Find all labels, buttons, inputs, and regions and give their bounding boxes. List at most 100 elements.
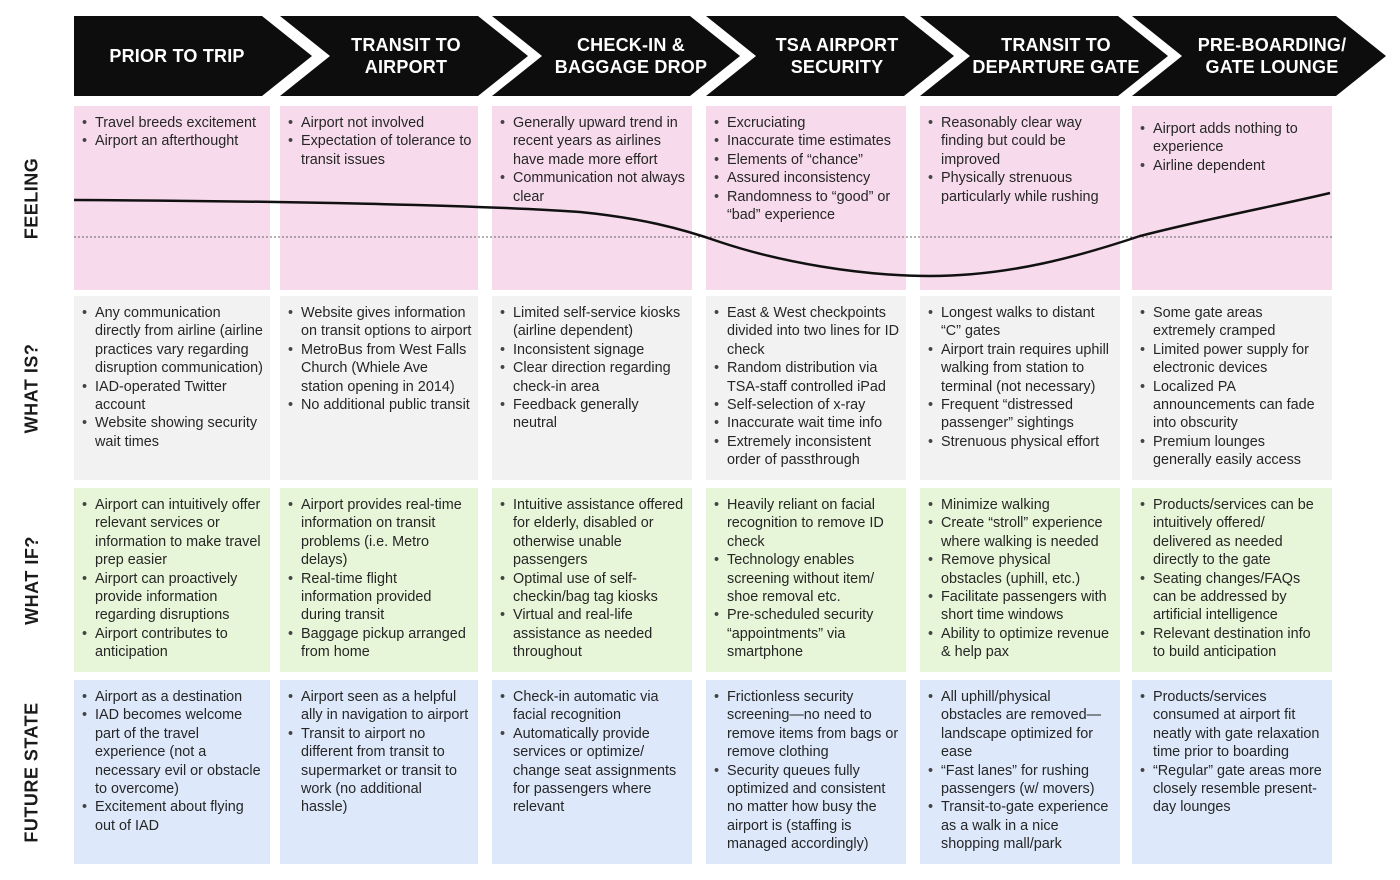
bullet-list: Airport provides real-time information o…	[286, 496, 472, 662]
bullet-item: Heavily reliant on facial recognition to…	[712, 496, 900, 551]
bullet-item: Technology enables screening without ite…	[712, 551, 900, 606]
bullet-item: “Regular” gate areas more closely resemb…	[1138, 762, 1326, 817]
chevron-transit-to-gate	[920, 16, 1168, 96]
bullet-item: Virtual and real-life assistance as need…	[498, 606, 686, 661]
stage-label-text: PRE-BOARDING/ GATE LOUNGE	[1197, 35, 1347, 77]
bullet-item: Ability to optimize revenue & help pax	[926, 625, 1114, 662]
bullet-list: Airport seen as a helpful ally in naviga…	[286, 688, 472, 817]
bullet-item: Random distribution via TSA-staff contro…	[712, 359, 900, 396]
stage-label-pre-boarding: PRE-BOARDING/ GATE LOUNGE	[1174, 16, 1370, 96]
bullet-item: Extremely inconsistent order of passthro…	[712, 433, 900, 470]
stage-label-text: CHECK-IN & BAGGAGE DROP	[554, 35, 708, 77]
bullet-item: Generally upward trend in recent years a…	[498, 114, 686, 169]
stage-label-text: TSA AIRPORT SECURITY	[775, 35, 899, 77]
stage-label-check-in: CHECK-IN & BAGGAGE DROP	[530, 16, 732, 96]
bullet-item: Create “stroll” experience where walking…	[926, 514, 1114, 551]
bullet-item: Seating changes/FAQs can be addressed by…	[1138, 570, 1326, 625]
bullet-item: Baggage pickup arranged from home	[286, 625, 472, 662]
stage-chevrons	[74, 16, 1386, 96]
whatis-cell: Website gives information on transit opt…	[280, 296, 478, 480]
bullet-item: IAD becomes welcome part of the travel e…	[80, 706, 264, 798]
bullet-item: Frictionless security screening—no need …	[712, 688, 900, 762]
whatis-cell: East & West checkpoints divided into two…	[706, 296, 906, 480]
row-label-text: FEELING	[21, 157, 42, 239]
bullet-item: Longest walks to distant “C” gates	[926, 304, 1114, 341]
bullet-item: Transit to airport no different from tra…	[286, 725, 472, 817]
bullet-item: Website gives information on transit opt…	[286, 304, 472, 341]
future-cell: Airport as a destinationIAD becomes welc…	[74, 680, 270, 864]
whatif-cell: Intuitive assistance offered for elderly…	[492, 488, 692, 672]
bullet-item: Real-time flight information provided du…	[286, 570, 472, 625]
bullet-item: Limited self-service kiosks (airline dep…	[498, 304, 686, 341]
bullet-item: Remove physical obstacles (uphill, etc.)	[926, 551, 1114, 588]
bullet-item: Airport can proactively provide informat…	[80, 570, 264, 625]
future-cell: Airport seen as a helpful ally in naviga…	[280, 680, 478, 864]
bullet-item: Some gate areas extremely cramped	[1138, 304, 1326, 341]
bullet-item: East & West checkpoints divided into two…	[712, 304, 900, 359]
bullet-item: Airport contributes to anticipation	[80, 625, 264, 662]
bullet-item: Transit-to-gate experience as a walk in …	[926, 798, 1114, 853]
bullet-item: Limited power supply for electronic devi…	[1138, 341, 1326, 378]
bullet-item: Airport an afterthought	[80, 132, 264, 151]
feeling-cell: Travel breeds excitementAirport an after…	[74, 106, 270, 290]
chevron-pre-boarding	[1132, 16, 1386, 96]
bullet-item: Communication not always clear	[498, 169, 686, 206]
bullet-item: Airport train requires uphill walking fr…	[926, 341, 1114, 396]
row-label-feeling: FEELING	[14, 106, 50, 290]
bullet-item: Airport as a destination	[80, 688, 264, 707]
chevron-tsa-security	[706, 16, 954, 96]
bullet-item: Travel breeds excitement	[80, 114, 264, 133]
bullet-item: Airline dependent	[1138, 157, 1326, 176]
bullet-item: Airport seen as a helpful ally in naviga…	[286, 688, 472, 725]
chevron-check-in	[492, 16, 740, 96]
bullet-item: Intuitive assistance offered for elderly…	[498, 496, 686, 570]
bullet-item: Inaccurate wait time info	[712, 414, 900, 433]
bullet-list: Reasonably clear way finding but could b…	[926, 114, 1114, 206]
bullet-item: Airport provides real-time information o…	[286, 496, 472, 570]
stage-label-transit-to-airport: TRANSIT TO AIRPORT	[318, 16, 494, 96]
bullet-item: Products/services can be intuitively off…	[1138, 496, 1326, 570]
bullet-list: Minimize walkingCreate “stroll” experien…	[926, 496, 1114, 662]
bullet-item: Airport adds nothing to experience	[1138, 120, 1326, 157]
future-cell: Frictionless security screening—no need …	[706, 680, 906, 864]
row-label-text: WHAT IS?	[21, 343, 42, 433]
bullet-item: No additional public transit	[286, 396, 472, 415]
bullet-item: Expectation of tolerance to transit issu…	[286, 132, 472, 169]
bullet-item: Any communication directly from airline …	[80, 304, 264, 378]
bullet-list: All uphill/physical obstacles are remove…	[926, 688, 1114, 854]
feeling-cell: Airport not involvedExpectation of toler…	[280, 106, 478, 290]
whatis-cell: Longest walks to distant “C” gatesAirpor…	[920, 296, 1120, 480]
bullet-item: Frequent “distressed passenger” sighting…	[926, 396, 1114, 433]
whatif-cell: Products/services can be intuitively off…	[1132, 488, 1332, 672]
bullet-list: Airport not involvedExpectation of toler…	[286, 114, 472, 169]
stage-label-text: TRANSIT TO AIRPORT	[351, 35, 461, 77]
bullet-list: Airport can intuitively offer relevant s…	[80, 496, 264, 662]
whatif-cell: Airport can intuitively offer relevant s…	[74, 488, 270, 672]
stage-label-transit-to-gate: TRANSIT TO DEPARTURE GATE	[958, 16, 1154, 96]
bullet-item: Products/services consumed at airport fi…	[1138, 688, 1326, 762]
future-cell: Products/services consumed at airport fi…	[1132, 680, 1332, 864]
row-label-text: FUTURE STATE	[21, 701, 42, 843]
bullet-item: Inaccurate time estimates	[712, 132, 900, 151]
bullet-item: Randomness to “good” or “bad” experience	[712, 188, 900, 225]
future-cell: Check-in automatic via facial recognitio…	[492, 680, 692, 864]
bullet-item: All uphill/physical obstacles are remove…	[926, 688, 1114, 762]
bullet-item: Feedback generally neutral	[498, 396, 686, 433]
stage-label-tsa-security: TSA AIRPORT SECURITY	[744, 16, 930, 96]
bullet-list: Heavily reliant on facial recognition to…	[712, 496, 900, 662]
bullet-list: ExcruciatingInaccurate time estimatesEle…	[712, 114, 900, 224]
bullet-list: Longest walks to distant “C” gatesAirpor…	[926, 304, 1114, 452]
bullet-item: Premium lounges generally easily access	[1138, 433, 1326, 470]
whatif-cell: Airport provides real-time information o…	[280, 488, 478, 672]
bullet-list: Products/services consumed at airport fi…	[1138, 688, 1326, 817]
bullet-list: Website gives information on transit opt…	[286, 304, 472, 415]
bullet-item: Facilitate passengers with short time wi…	[926, 588, 1114, 625]
bullet-item: Check-in automatic via facial recognitio…	[498, 688, 686, 725]
whatis-cell: Some gate areas extremely crampedLimited…	[1132, 296, 1332, 480]
bullet-list: Check-in automatic via facial recognitio…	[498, 688, 686, 817]
bullet-list: East & West checkpoints divided into two…	[712, 304, 900, 470]
stage-label-text: TRANSIT TO DEPARTURE GATE	[972, 35, 1140, 77]
feeling-cell: Reasonably clear way finding but could b…	[920, 106, 1120, 290]
bullet-list: Airport as a destinationIAD becomes welc…	[80, 688, 264, 835]
bullet-list: Generally upward trend in recent years a…	[498, 114, 686, 206]
